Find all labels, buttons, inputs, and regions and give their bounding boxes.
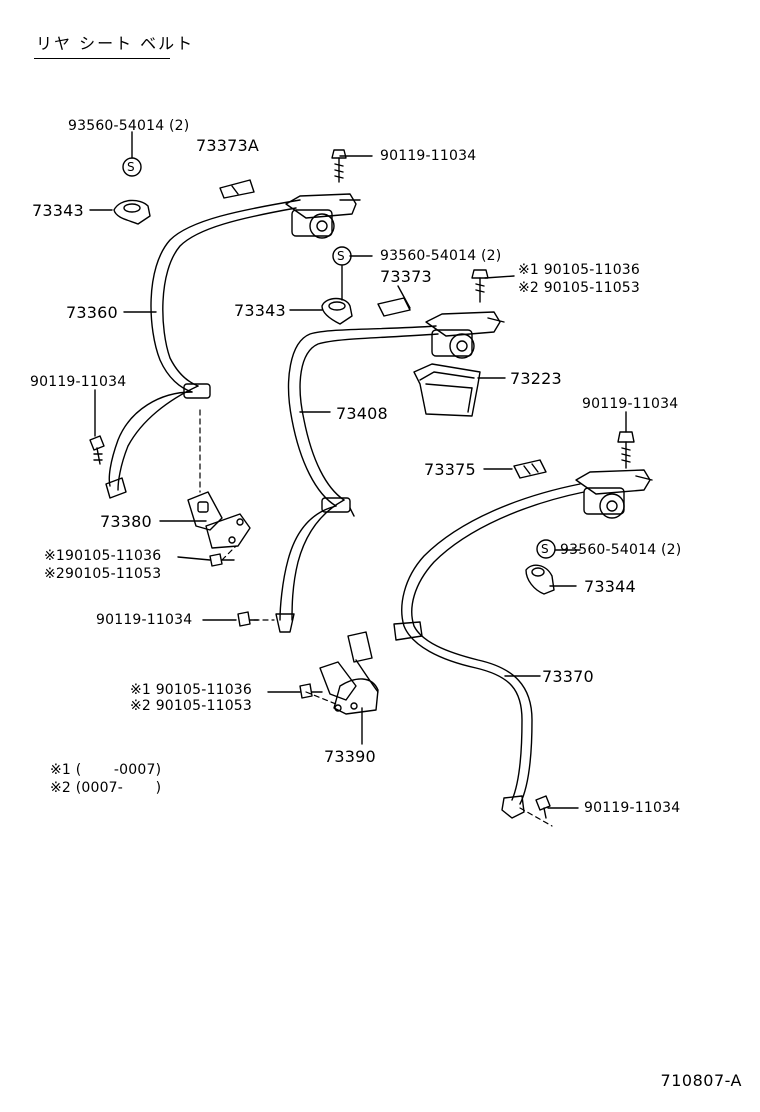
label-93560-b: 93560-54014 (2) bbox=[380, 248, 502, 264]
bolt-90105-b bbox=[210, 554, 234, 566]
bracket-73373 bbox=[378, 298, 410, 316]
bolt-90119-top bbox=[332, 150, 346, 182]
label-73370: 73370 bbox=[542, 667, 594, 686]
figure-code: 710807-A bbox=[660, 1071, 742, 1090]
label-73375: 73375 bbox=[424, 460, 476, 479]
label-93560-a: 93560-54014 (2) bbox=[68, 118, 190, 134]
bracket-73375 bbox=[514, 460, 546, 478]
label-90119-top: 90119-11034 bbox=[380, 148, 477, 164]
label-73408: 73408 bbox=[336, 404, 388, 423]
bracket-73373a bbox=[220, 180, 254, 198]
label-73373a: 73373A bbox=[196, 136, 260, 155]
cover-73223 bbox=[414, 364, 480, 416]
guide-73343-a bbox=[114, 200, 150, 224]
label-73360: 73360 bbox=[66, 303, 118, 322]
bolt-90119-right bbox=[618, 432, 634, 468]
s-mark-b bbox=[333, 247, 351, 265]
bolt-90119-bot bbox=[536, 796, 550, 818]
label-x1-a: ※1 90105-11036 bbox=[518, 262, 641, 278]
buckle-73380 bbox=[188, 492, 250, 548]
belt-73360 bbox=[106, 200, 300, 498]
bolt-90105-c bbox=[300, 684, 322, 698]
label-90119-right: 90119-11034 bbox=[582, 396, 679, 412]
belt-73370 bbox=[394, 484, 584, 818]
s-mark-b-text: S bbox=[337, 249, 345, 263]
bolt-90105-a bbox=[472, 270, 488, 302]
label-x2-c: ※2 90105-11053 bbox=[130, 698, 253, 714]
retractor-73408 bbox=[426, 312, 504, 358]
label-73373: 73373 bbox=[380, 267, 432, 286]
leader-lines bbox=[90, 132, 626, 808]
label-73344: 73344 bbox=[584, 577, 636, 596]
s-mark-c bbox=[537, 540, 555, 558]
title-underline bbox=[34, 58, 170, 59]
label-73390: 73390 bbox=[324, 747, 376, 766]
s-mark-a bbox=[123, 158, 141, 176]
label-73343-b: 73343 bbox=[234, 301, 286, 320]
s-mark-c-text: S bbox=[541, 542, 549, 556]
note-2: ※2 (0007- ) bbox=[50, 780, 162, 796]
note-1: ※1 ( -0007) bbox=[50, 762, 162, 778]
label-x2-b: ※290105-11053 bbox=[44, 566, 162, 582]
retractor-73360 bbox=[286, 194, 360, 238]
s-mark-a-text: S bbox=[127, 160, 135, 174]
label-x1-b: ※190105-11036 bbox=[44, 548, 162, 564]
buckle-73390 bbox=[320, 632, 378, 714]
bolt-90119-left bbox=[90, 436, 104, 464]
bolt-90119-mid bbox=[238, 612, 258, 626]
label-90119-left: 90119-11034 bbox=[30, 374, 127, 390]
guide-73344 bbox=[526, 565, 554, 594]
label-90119-mid: 90119-11034 bbox=[96, 612, 193, 628]
belt-73408 bbox=[276, 326, 438, 632]
guide-73343-b bbox=[322, 299, 352, 325]
label-73343-a: 73343 bbox=[32, 201, 84, 220]
label-73223: 73223 bbox=[510, 369, 562, 388]
label-93560-c: 93560-54014 (2) bbox=[560, 542, 682, 558]
dashed-guides bbox=[200, 410, 552, 826]
label-90119-bot: 90119-11034 bbox=[584, 800, 681, 816]
label-x2-a: ※2 90105-11053 bbox=[518, 280, 641, 296]
label-x1-c: ※1 90105-11036 bbox=[130, 682, 253, 698]
label-73380: 73380 bbox=[100, 512, 152, 531]
diagram-title: リヤ シート ベルト bbox=[36, 34, 195, 53]
retractor-73370 bbox=[576, 470, 652, 518]
